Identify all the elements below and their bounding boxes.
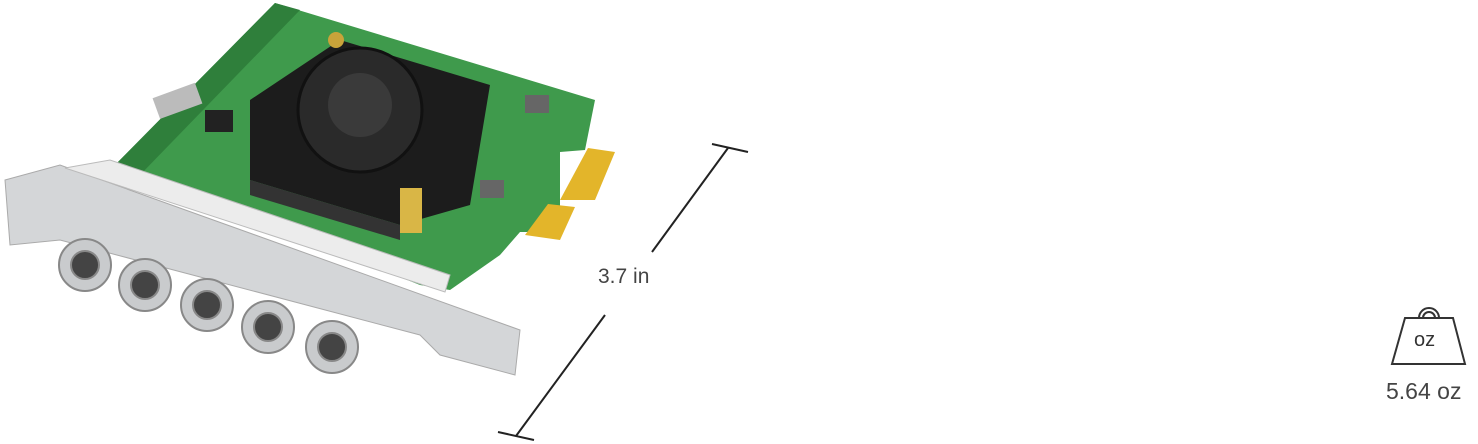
capacitor [328, 32, 344, 48]
pcb-shade [115, 3, 300, 175]
mounting-bracket [4, 164, 521, 376]
height-label: 3.7 in [598, 265, 650, 288]
heatsink-front [250, 180, 400, 240]
fan-hub [328, 73, 392, 137]
gold-contacts [560, 148, 615, 200]
capacitor [400, 188, 422, 233]
bracket-top [64, 159, 451, 293]
usb-port [152, 82, 203, 119]
chip [205, 110, 233, 132]
gold-contacts-2 [525, 204, 575, 240]
weight-icon-label: oz [1414, 329, 1436, 351]
weight-icon [1390, 307, 1467, 365]
bnc-connectors [58, 238, 359, 374]
chip [525, 95, 549, 113]
chip [480, 180, 504, 198]
weight-value: 5.64 oz [1386, 378, 1462, 404]
height-dimension-line [497, 143, 749, 441]
